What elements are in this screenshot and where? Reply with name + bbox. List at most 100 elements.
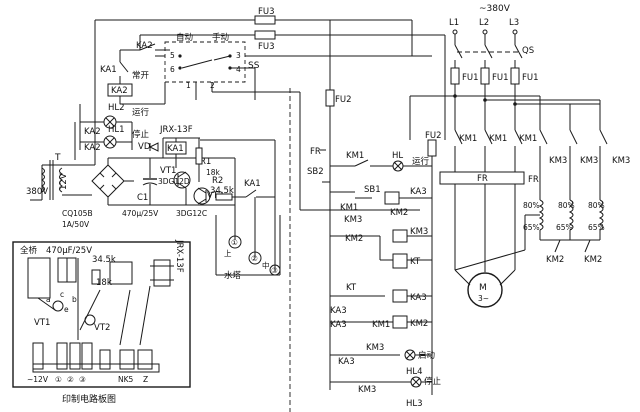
fu1-label-1: FU1 xyxy=(462,73,479,83)
thermal-relay-fr: FR FR xyxy=(439,171,539,270)
ss-contact-4: 4 xyxy=(236,65,241,74)
pcb-border xyxy=(12,241,191,388)
pcb-term-nk5: NK5 xyxy=(118,375,134,384)
qs-label: QS xyxy=(522,46,534,56)
km1-main-contacts: KM1 KM1 KM1 xyxy=(454,129,537,172)
transformer: T 380V 12V xyxy=(26,122,95,201)
pcb-relay-label: JRX-13F xyxy=(174,239,184,273)
vt1-label: VT1 xyxy=(160,166,176,176)
relay-type-label-top: JRX-13F xyxy=(159,125,193,135)
hl-run-label: 运行 xyxy=(412,156,430,167)
km3-label-p1: KM3 xyxy=(549,156,567,166)
sb1-label: SB1 xyxy=(364,185,381,195)
phase-l3-label: L3 xyxy=(509,18,519,28)
probe-2-label: ② xyxy=(251,254,258,263)
ka3-contact-label: KA3 xyxy=(330,320,347,330)
fu2-label-left: FU2 xyxy=(335,95,352,105)
pcb-term-z: Z xyxy=(143,375,148,384)
ka2-label-3: KA2 xyxy=(84,143,101,153)
fr-contact-label: FR xyxy=(310,147,321,157)
ka1-ka2-branch: KA1 常开 KA2 xyxy=(100,49,166,105)
km1-contact-row-label: KM1 xyxy=(372,320,390,330)
fu1-label-2: FU1 xyxy=(492,73,509,83)
pcb-bridge-label: 全桥 xyxy=(20,245,38,256)
tap-65-1: 65% xyxy=(523,223,540,232)
probe-2-icon xyxy=(248,251,262,265)
km3-nc-label: KM3 xyxy=(344,215,362,225)
transistor-driver: JRX-13F VD KA1 VT1 3DG12D R1 18k VT2 3DG… xyxy=(138,125,275,218)
c1-label: C1 xyxy=(137,193,148,203)
ka2-contact-label: KA2 xyxy=(136,41,153,51)
km3-label-p3: KM3 xyxy=(612,156,630,166)
ka3-lamp-label: KA3 xyxy=(338,357,355,367)
phase-l2-label: L2 xyxy=(479,18,489,28)
probe-1-label: ① xyxy=(231,238,238,247)
motor: M 3~ xyxy=(454,255,516,308)
fr-power-label: FR xyxy=(477,174,488,184)
motor-m-label: M xyxy=(479,283,487,293)
bridge-rectifier: CQ105B 1A/50V xyxy=(62,157,150,229)
voltage-12-label: 12V xyxy=(59,173,69,190)
r2-label: R2 xyxy=(212,176,223,186)
pcb-pin-a: a xyxy=(46,295,51,304)
control-ladder: FR SB2 KM1 HL 运行 SB1 KM1 KM3 KM2 KA3 KM2… xyxy=(307,55,442,409)
selector-ss-label: SS xyxy=(248,61,260,71)
vt2-label: VT2 xyxy=(207,191,223,201)
three-phase-supply: ~380V L1 L2 L3 QS FU1 FU1 FU1 xyxy=(410,4,601,140)
km2-label-p1: KM2 xyxy=(546,255,564,265)
pcb-cap-label: 470μF/25V xyxy=(46,246,92,256)
probe-3-label: ③ xyxy=(271,266,278,275)
km1-aux-label: KM1 xyxy=(346,151,364,161)
pcb-term-3: ③ xyxy=(79,375,86,384)
water-tower: ① 上 ② 中 ③ 水塔 xyxy=(200,139,281,281)
probe-1-icon xyxy=(228,235,242,249)
pcb-term-1: ① xyxy=(55,375,62,384)
bridge-type-label: CQ105B xyxy=(62,209,93,218)
ka1-coil-label: KA1 xyxy=(167,144,184,154)
hl1-label: HL1 xyxy=(108,125,125,135)
ka2-coil-label: KA2 xyxy=(111,86,128,96)
pcb-term-2: ② xyxy=(67,375,74,384)
ka3-self-label: KA3 xyxy=(330,306,347,316)
km3-label-p2: KM3 xyxy=(580,156,598,166)
vt2-type-label: 3DG12C xyxy=(176,209,207,218)
fu1-label-3: FU1 xyxy=(522,73,539,83)
km1-label-p3: KM1 xyxy=(519,134,537,144)
phase-l1-label: L1 xyxy=(449,18,459,28)
capacitor-c1: C1 470μ/25V xyxy=(122,157,235,218)
r1-value-label: 18k xyxy=(206,168,221,177)
km3-coil-label: KM3 xyxy=(410,227,428,237)
indicator-lamps: HL2 运行 KA2 HL1 KA2 停止 xyxy=(79,103,150,153)
pcb-vt2-label: VT2 xyxy=(94,323,110,333)
pcb-r-label: 34.5k xyxy=(92,255,116,265)
ka1-contact-label: KA1 xyxy=(244,179,261,189)
fu2-fuses: FU2 FU2 xyxy=(325,20,442,157)
km3-lamp-label: KM3 xyxy=(366,343,384,353)
tap-80-2: 80% xyxy=(558,201,575,210)
km2-lower-label: KM2 xyxy=(410,319,428,329)
bridge-rating-label: 1A/50V xyxy=(62,220,90,229)
kt-contact-label: KT xyxy=(346,283,357,293)
km2-coil-label: KM2 xyxy=(390,208,408,218)
ka1-label: KA1 xyxy=(100,65,117,75)
ss-contact-6: 6 xyxy=(170,65,175,74)
ka3-label-1: KA3 xyxy=(410,187,427,197)
fu3-fuses: FU3 FU3 xyxy=(95,7,445,52)
kt-coil-label: KT xyxy=(410,257,421,267)
pcb-caption: 印制电路板图 xyxy=(62,393,116,405)
r1-label: R1 xyxy=(200,157,211,167)
level-mid-label: 中 xyxy=(262,260,270,270)
tap-65-2: 65% xyxy=(556,223,573,232)
probe-3-icon xyxy=(269,264,281,276)
pcb-layout: 全桥 470μF/25V 34.5k 18k JRX-13F a c b e V… xyxy=(12,239,191,405)
stop-label: 停止 xyxy=(132,129,150,140)
pcb-term-12v: ~12V xyxy=(27,375,49,384)
motor-phase-label: 3~ xyxy=(478,294,489,303)
voltage-380-label: 380V xyxy=(26,187,48,197)
voltage-top-label: ~380V xyxy=(479,4,511,14)
ka3-coil-label: KA3 xyxy=(410,293,427,303)
normally-open-label: 常开 xyxy=(132,70,150,81)
km2-aux-label: KM2 xyxy=(345,234,363,244)
vd-label: VD xyxy=(138,142,151,152)
